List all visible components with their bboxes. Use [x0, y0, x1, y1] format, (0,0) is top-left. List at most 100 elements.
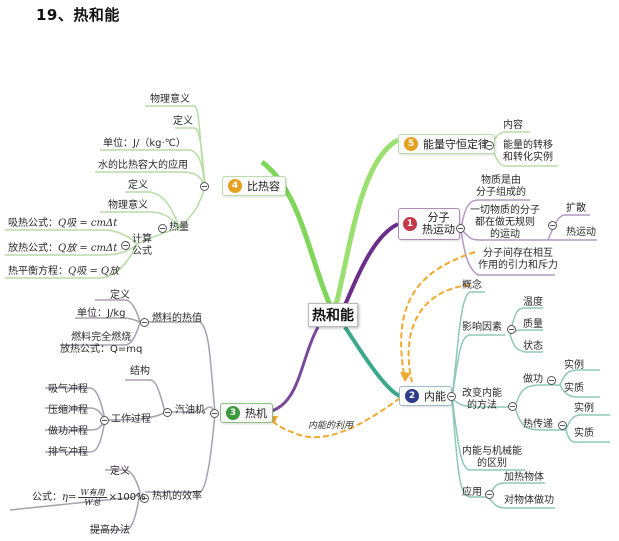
subnode-random-motion[interactable]: 一切物质的分子 都在做无规则 的运动: [470, 205, 540, 241]
subnode-fuel-heat-value[interactable]: 燃料的热值: [152, 313, 202, 324]
leaf-line: 和转化实例: [503, 152, 553, 163]
collapse-toggle[interactable]: [100, 416, 109, 425]
subnode-heat-transfer[interactable]: 热传递: [523, 419, 553, 430]
branch-internal-energy[interactable]: 2 内能: [399, 386, 452, 406]
leaf-line: 一切物质的分子: [470, 205, 540, 216]
collapse-toggle[interactable]: [447, 392, 456, 401]
leaf-heating-objects: 加热物体: [504, 472, 544, 483]
leaf-fuel-definition: 定义: [110, 290, 130, 301]
leaf-unit: 单位：J/（kg·℃）: [103, 138, 186, 149]
collapse-toggle[interactable]: [507, 325, 516, 334]
leaf-line: 放热公式：Q=mq: [60, 344, 143, 355]
subnode-formulas-line2: 公式: [132, 246, 152, 257]
formula-expression: Q吸 = Q放: [68, 266, 120, 277]
badge-5: 5: [404, 137, 418, 151]
subnode-work-process[interactable]: 工作过程: [111, 414, 151, 425]
leaf-release-formula: 放热公式：Q放 = cmΔt: [8, 243, 117, 255]
leaf-heat-physical-meaning: 物理意义: [108, 200, 148, 211]
leaf-temperature: 温度: [523, 297, 543, 308]
collapse-toggle[interactable]: [485, 490, 494, 499]
formula-prefix: 放热公式：: [8, 243, 58, 254]
leaf-line: 的区别: [477, 458, 507, 469]
subnode-factors[interactable]: 影响因素: [462, 322, 502, 333]
leaf-efficiency-definition: 定义: [110, 466, 130, 477]
collapse-toggle[interactable]: [456, 224, 465, 233]
badge-1: 1: [403, 217, 417, 231]
collapse-toggle[interactable]: [210, 409, 219, 418]
subnode-engine-efficiency[interactable]: 热机的效率: [152, 491, 202, 502]
leaf-work-example: 实例: [564, 360, 584, 371]
collapse-toggle[interactable]: [140, 494, 149, 503]
leaf-line: 分子间存在相互: [483, 248, 553, 259]
formula-numerator: W有用: [78, 488, 107, 498]
collapse-toggle[interactable]: [200, 182, 209, 191]
relation-label-heat-engine: 内能的利用: [308, 421, 354, 431]
leaf-matter-molecules: 物质是由 分子组成的: [476, 175, 526, 199]
collapse-toggle[interactable]: [140, 318, 149, 327]
collapse-toggle[interactable]: [558, 421, 567, 430]
formula-eta: η=: [62, 491, 77, 503]
leaf-structure: 结构: [130, 366, 150, 377]
branch-label: 热机: [245, 407, 267, 420]
leaf-exhaust-stroke: 排气冲程: [48, 447, 88, 458]
collapse-toggle[interactable]: [548, 221, 557, 230]
subnode-methods[interactable]: 改变内能 的方法: [462, 388, 502, 412]
leaf-line: 燃料完全燃烧: [71, 332, 132, 343]
subnode-formulas-line1: 计算: [132, 234, 152, 245]
subnode-work[interactable]: 做功: [523, 374, 543, 385]
branch-energy-conservation[interactable]: 5 能量守恒定律: [398, 134, 495, 154]
formula-denominator: W总: [84, 498, 101, 507]
leaf-water-application: 水的比热容大的应用: [98, 160, 188, 171]
badge-3: 3: [226, 406, 240, 420]
leaf-concept: 概念: [462, 280, 482, 291]
leaf-state: 状态: [523, 341, 543, 352]
branch-heat-engine[interactable]: 3 热机: [220, 403, 273, 423]
subnode-heat[interactable]: 热量: [169, 222, 189, 233]
branch-label: 分子 热运动: [422, 212, 455, 236]
leaf-line: 内能与机械能: [462, 446, 522, 457]
leaf-thermal-motion: 热运动: [566, 227, 596, 238]
root-node[interactable]: 热和能: [308, 303, 358, 327]
leaf-line: 的方法: [467, 400, 497, 411]
collapse-toggle[interactable]: [508, 402, 517, 411]
formula-prefix: 公式：: [32, 491, 62, 503]
subnode-application[interactable]: 应用: [462, 487, 482, 498]
leaf-physical-meaning: 物理意义: [150, 94, 190, 105]
leaf-diffusion: 扩散: [566, 203, 586, 214]
branch-label: 内能: [424, 390, 446, 403]
leaf-doing-work: 对物体做功: [504, 495, 554, 506]
branch-molecular-motion[interactable]: 1 分子 热运动: [398, 208, 460, 240]
leaf-internal-vs-mechanical: 内能与机械能 的区别: [462, 446, 522, 470]
subnode-formulas[interactable]: 计算 公式: [132, 234, 152, 258]
leaf-content: 内容: [503, 120, 523, 131]
branch-specific-heat[interactable]: 4 比热容: [222, 176, 286, 196]
leaf-examples: 能量的转移 和转化实例: [503, 140, 553, 164]
collapse-toggle[interactable]: [158, 224, 167, 233]
leaf-fuel-formula: 燃料完全燃烧 放热公式：Q=mq: [60, 332, 142, 356]
subnode-gasoline-engine[interactable]: 汽油机: [175, 405, 205, 416]
formula-expression: Q吸 = cmΔt: [58, 218, 118, 229]
leaf-ht-essence: 实质: [574, 428, 594, 439]
badge-2: 2: [405, 389, 419, 403]
leaf-ht-example: 实例: [574, 403, 594, 414]
branch-label-line: 热运动: [422, 223, 455, 236]
leaf-intermolecular-forces: 分子间存在相互 作用的引力和斥力: [478, 248, 558, 272]
collapse-toggle[interactable]: [163, 408, 172, 417]
leaf-line: 能量的转移: [503, 140, 553, 151]
formula-prefix: 热平衡方程：: [8, 266, 68, 277]
leaf-absorb-formula: 吸热公式：Q吸 = cmΔt: [8, 218, 117, 230]
collapse-toggle[interactable]: [485, 141, 494, 150]
leaf-improvement-methods: 提高办法: [90, 525, 130, 536]
collapse-toggle[interactable]: [121, 241, 130, 250]
leaf-line: 都在做无规则: [475, 217, 535, 228]
formula-fraction: W有用 W总: [78, 488, 107, 507]
leaf-mass: 质量: [523, 319, 543, 330]
leaf-intake-stroke: 吸气冲程: [48, 384, 88, 395]
leaf-line: 作用的引力和斥力: [478, 260, 558, 271]
leaf-line: 分子组成的: [476, 187, 526, 198]
formula-expression: Q放 = cmΔt: [58, 243, 118, 254]
badge-4: 4: [228, 179, 242, 193]
leaf-power-stroke: 做功冲程: [48, 426, 88, 437]
collapse-toggle[interactable]: [547, 376, 556, 385]
branch-label: 能量守恒定律: [423, 138, 489, 151]
